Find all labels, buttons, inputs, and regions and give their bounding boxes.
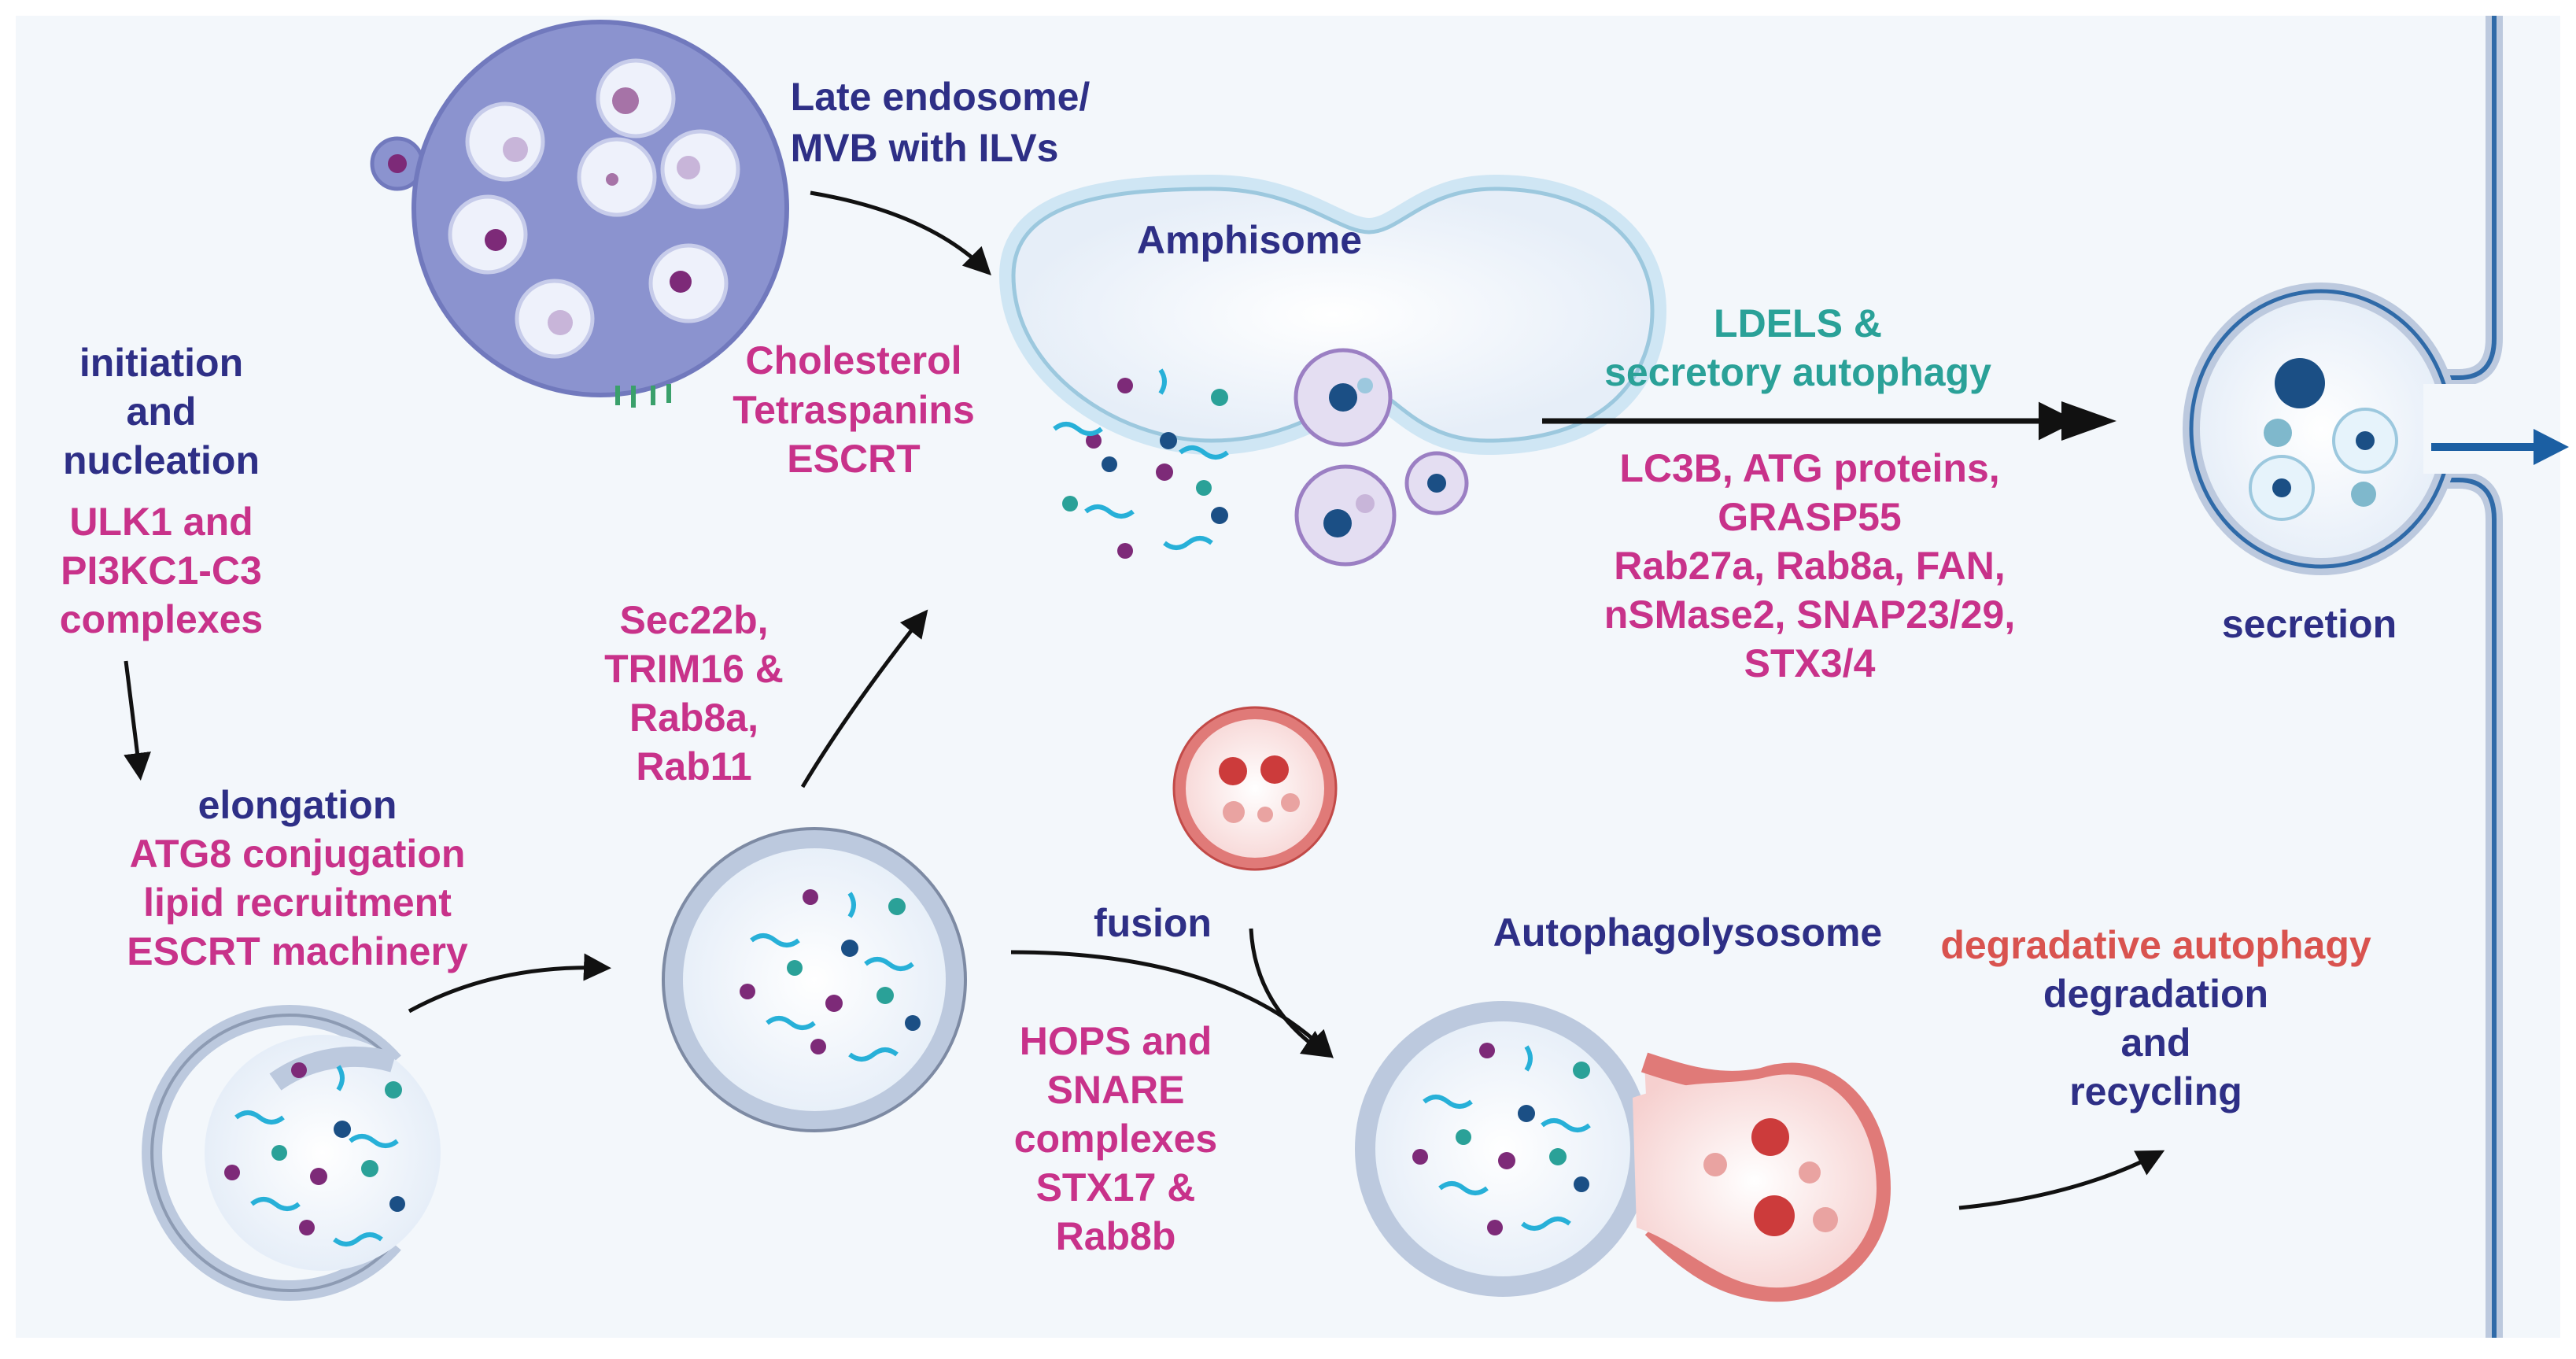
label-complexes: complexes <box>60 597 263 641</box>
late-endosome-mvb <box>370 20 789 408</box>
label-sec22b: Sec22b, <box>619 598 768 642</box>
label-rab8b: Rab8b <box>1056 1214 1176 1258</box>
label-cholesterol: Cholesterol <box>745 338 961 382</box>
label-elongation: elongation <box>198 783 397 827</box>
label-tetraspanins: Tetraspanins <box>733 388 975 432</box>
label-escrt-machinery: ESCRT machinery <box>127 929 468 973</box>
label-and-2: and <box>2121 1021 2191 1065</box>
label-snare: SNARE <box>1046 1068 1184 1112</box>
label-late-endosome-2: MVB with ILVs <box>791 126 1059 170</box>
label-complexes-2: complexes <box>1014 1117 1217 1161</box>
ldels-arrowhead <box>2061 401 2117 441</box>
label-late-endosome-1: Late endosome/ <box>791 75 1091 119</box>
label-initiation: initiation <box>79 341 243 385</box>
autophagosome <box>662 827 967 1132</box>
lysosome <box>1172 706 1338 871</box>
label-atg8: ATG8 conjugation <box>130 832 466 876</box>
label-lipid: lipid recruitment <box>143 881 452 925</box>
amphisome <box>998 174 1667 567</box>
arrows <box>124 190 2165 1210</box>
label-autophagolysosome: Autophagolysosome <box>1493 910 1882 955</box>
label-stx17: STX17 & <box>1036 1165 1196 1209</box>
cargo-autophagosome <box>740 889 921 1062</box>
autophagolysosome <box>1355 1001 1891 1302</box>
label-degradation: degradation <box>2043 972 2268 1016</box>
label-grasp55: GRASP55 <box>1718 495 1901 539</box>
label-hops: HOPS and <box>1020 1019 1212 1063</box>
label-and: and <box>127 390 197 434</box>
label-ldels: LDELS & <box>1714 301 1882 345</box>
plasma-membrane <box>2431 16 2503 1338</box>
label-recycling: recycling <box>2069 1069 2242 1113</box>
secretion-vesicle <box>2183 283 2502 575</box>
phagophore <box>142 1005 441 1301</box>
label-rab11: Rab11 <box>636 744 751 788</box>
label-escrt: ESCRT <box>787 437 920 481</box>
cargo-autophagolysosome <box>1412 1043 1591 1235</box>
cargo-amphisome <box>1053 368 1229 559</box>
label-stx34: STX3/4 <box>1744 641 1876 685</box>
label-ulk1: ULK1 and <box>69 500 253 544</box>
labels: Late endosome/ MVB with ILVs Amphisome C… <box>60 75 2397 1258</box>
label-rab27a: Rab27a, Rab8a, FAN, <box>1614 544 2005 588</box>
label-lc3b: LC3B, ATG proteins, <box>1619 446 1999 490</box>
label-degradative: degradative autophagy <box>1940 923 2371 967</box>
label-nucleation: nucleation <box>63 438 260 482</box>
label-secretory: secretory autophagy <box>1604 350 1991 394</box>
label-trim16: TRIM16 & <box>604 647 784 691</box>
label-nsmase2: nSMase2, SNAP23/29, <box>1604 593 2016 637</box>
cargo-phagophore <box>224 1062 405 1246</box>
label-fusion: fusion <box>1094 901 1212 945</box>
label-secretion: secretion <box>2222 602 2397 646</box>
label-amphisome: Amphisome <box>1137 218 1362 262</box>
label-rab8a: Rab8a, <box>629 696 758 740</box>
label-pi3k: PI3KC1-C3 <box>61 548 262 593</box>
secretion-arrowhead <box>2534 429 2569 465</box>
